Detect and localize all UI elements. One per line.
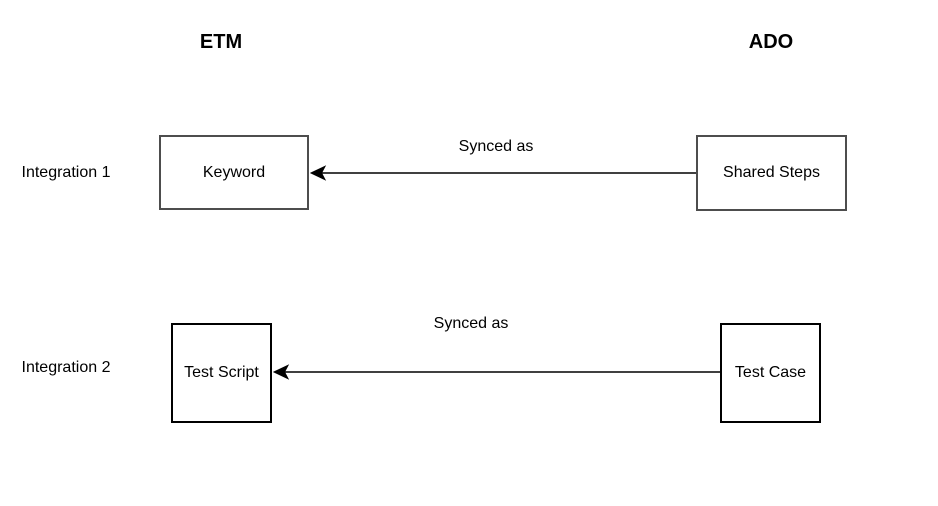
row-label-integration-1: Integration 1 [21,164,111,181]
arrow-test-case-to-test-script [272,364,720,380]
arrow-shared-steps-to-keyword [309,165,696,181]
arrow-label-synced-as-1: Synced as [458,138,534,155]
node-test-case: Test Case [720,323,821,423]
node-test-case-label: Test Case [734,364,807,381]
node-test-script-label: Test Script [184,364,259,381]
node-shared-steps: Shared Steps [696,135,847,211]
arrowhead-left-icon [309,165,327,181]
arrowhead-left-icon [272,364,290,380]
node-keyword-label: Keyword [202,163,266,181]
column-header-ado: ADO [748,31,794,53]
row-label-integration-2: Integration 2 [21,359,111,376]
node-keyword: Keyword [159,135,309,210]
node-shared-steps-label: Shared Steps [723,164,820,181]
arrow-label-synced-as-2: Synced as [433,315,509,332]
column-header-etm: ETM [199,31,243,53]
node-test-script: Test Script [171,323,272,423]
